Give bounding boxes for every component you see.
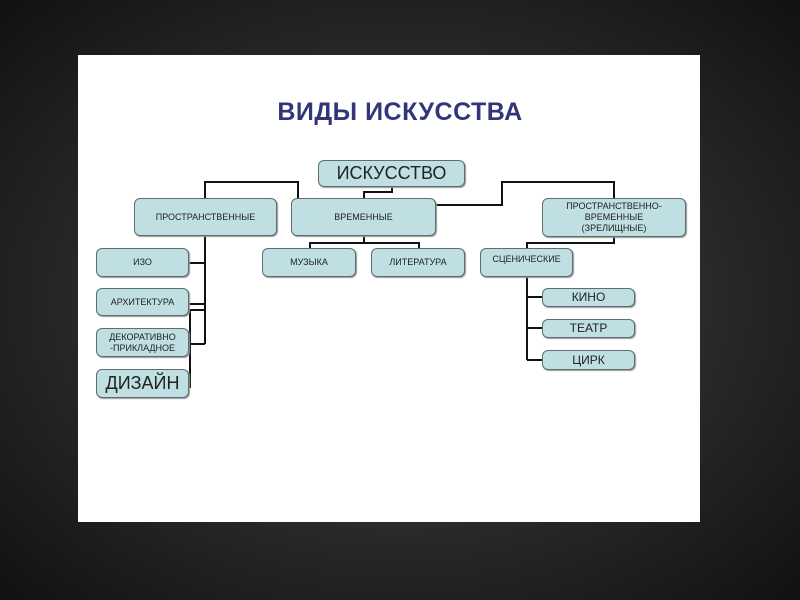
node-music: МУЗЫКА — [262, 248, 356, 277]
node-root: ИСКУССТВО — [318, 160, 465, 187]
node-temporal: ВРЕМЕННЫЕ — [291, 198, 436, 236]
diagram-title: ВИДЫ ИСКУССТВА — [277, 98, 523, 126]
node-architecture: АРХИТЕКТУРА — [96, 288, 189, 316]
node-decorative: ДЕКОРАТИВНО -ПРИКЛАДНОЕ — [96, 328, 189, 357]
node-spatiotemporal: ПРОСТРАНСТВЕННО-ВРЕМЕННЫЕ (ЗРЕЛИЩНЫЕ) — [542, 198, 686, 237]
node-theatre: ТЕАТР — [542, 319, 635, 338]
node-circus: ЦИРК — [542, 350, 635, 370]
node-cinema: КИНО — [542, 288, 635, 307]
node-izo: ИЗО — [96, 248, 189, 277]
node-spatial: ПРОСТРАНСТВЕННЫЕ — [134, 198, 277, 236]
node-stage: СЦЕНИЧЕСКИЕ — [480, 248, 573, 277]
node-design: ДИЗАЙН — [96, 369, 189, 398]
node-literature: ЛИТЕРАТУРА — [371, 248, 465, 277]
